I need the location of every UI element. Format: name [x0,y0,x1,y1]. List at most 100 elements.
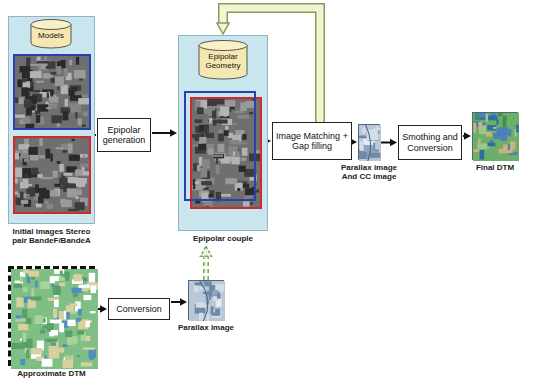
image-texture [195,201,200,203]
image-texture [213,154,224,158]
image-texture [32,96,37,104]
image-ground [359,125,381,161]
diagram-node: Image Matching + Gap filling [272,122,352,160]
dashed-arrow [205,255,208,280]
process-label: Epipolar generation [101,125,147,146]
image-caption: Initial images Stereo pair BandeF/BandeA [8,227,95,245]
image-texture [224,130,229,136]
image-texture [59,311,66,321]
img-shape [188,280,224,320]
image-texture [498,113,503,117]
image-texture [47,204,54,209]
image-texture [46,107,51,109]
image-texture [30,64,39,66]
image-texture [219,130,223,134]
image-texture [82,124,86,126]
image-texture [197,107,204,114]
image-texture [375,126,377,129]
img-shape [358,124,380,160]
image-texture [67,320,75,326]
image-ground [473,113,519,161]
image-texture [83,155,85,157]
image-texture [213,155,223,157]
image-texture [34,315,43,324]
image-texture [46,149,51,159]
image-texture [63,360,73,369]
image-texture [69,155,80,161]
image-texture [59,283,65,287]
image-texture [53,309,57,319]
box-shape: Smothing and Conversion [398,125,462,160]
image-texture [29,271,40,277]
diagram-node: Parallax image And CC image [358,124,380,181]
image-texture [51,78,56,83]
image-texture [70,85,81,91]
image-border [191,98,261,208]
diagram-node: Initial images Stereo pair BandeF/BandeA… [8,16,95,245]
image-texture [18,324,28,330]
image-texture [15,191,18,194]
image-ground [14,137,90,213]
image-texture [242,148,248,156]
image-texture [235,150,238,156]
image-caption: Epipolar couple [175,234,271,243]
connector [171,302,180,303]
image-texture [15,315,21,318]
image-texture [36,81,44,83]
image-texture [75,202,85,210]
image-texture [197,165,201,171]
image-texture [21,200,28,204]
image-texture [499,149,509,154]
image-texture [55,77,64,87]
image-ground [11,269,98,369]
image-texture [29,147,38,155]
img-shape [472,112,518,160]
image-texture [71,87,77,92]
image-texture [84,295,92,300]
image-texture [20,359,25,365]
image-texture [230,140,240,145]
image-texture [57,61,65,66]
image-texture [67,338,74,345]
image-texture [477,143,487,149]
image-texture [364,144,374,152]
image-texture [66,305,74,311]
image-texture [473,123,476,133]
image-texture [14,283,23,288]
image-texture [501,132,507,141]
image-texture [51,330,58,335]
image-texture [225,100,236,107]
arrow-line [463,135,464,137]
image-caption: Final DTM [465,163,525,172]
box-shape: Conversion [108,298,170,320]
image-texture [69,103,81,112]
image-texture [30,154,39,160]
cyl-shape: Models [30,19,72,49]
image-texture [78,98,89,104]
image-ground [189,281,225,321]
image-texture [27,194,30,196]
image-texture [45,201,49,205]
image-texture [76,318,80,322]
image-texture [91,285,97,293]
image-texture [36,115,40,123]
image-texture [26,350,29,358]
diagram-node: Models [30,19,72,49]
image-texture [37,61,48,64]
image-texture [503,119,507,128]
image-texture [12,343,23,349]
image-texture [57,86,59,91]
image-texture [486,132,492,137]
image-border [14,137,90,213]
connector [381,142,390,143]
image-texture [221,159,231,164]
image-texture [23,287,28,292]
ridge-line [366,125,371,161]
image-texture [59,164,63,172]
arrow-line [381,142,390,144]
diagram-node: Approximate DTM [8,266,95,378]
image-texture [39,190,50,199]
image-texture [362,128,365,134]
image-texture [61,200,72,207]
diagram-node: Final DTM [472,112,518,172]
